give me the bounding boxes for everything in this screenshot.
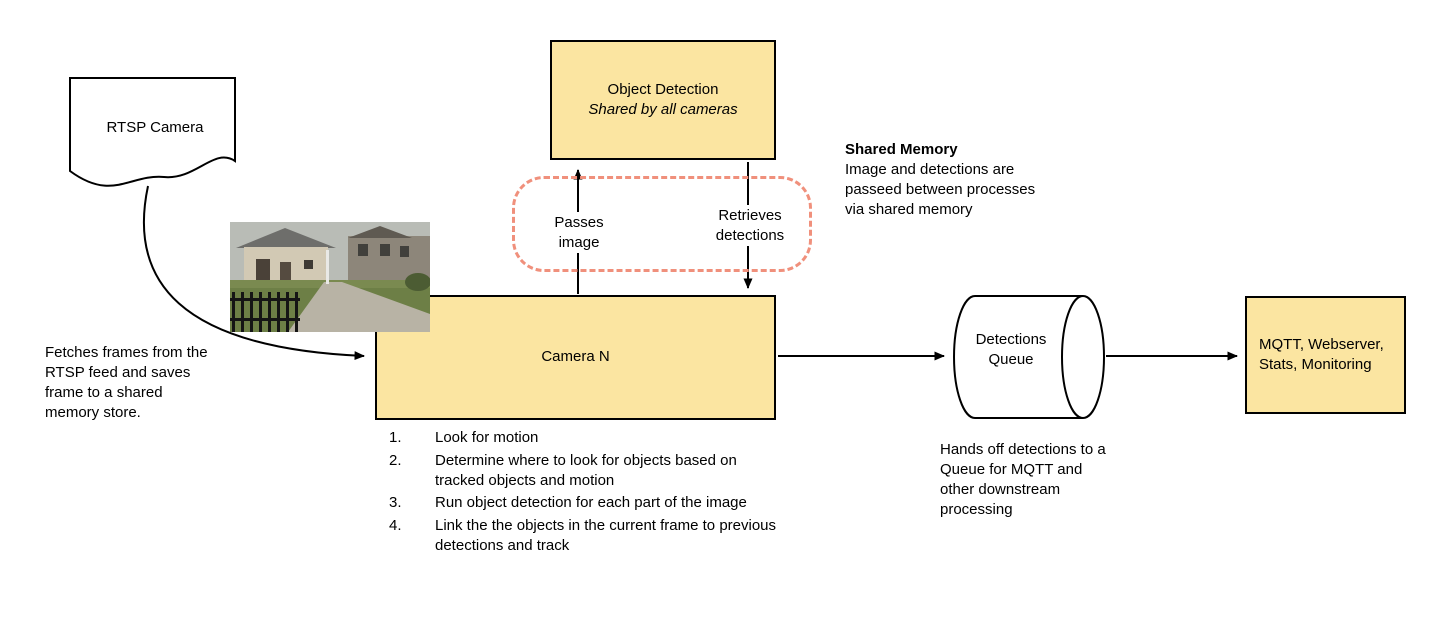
queue-body-shape bbox=[953, 295, 1083, 419]
object-detection-title: Object Detection bbox=[607, 80, 719, 98]
node-camera-n: Camera N bbox=[375, 295, 776, 420]
shared-memory-body: Image and detections are passeed between… bbox=[845, 161, 1036, 219]
camera-n-steps-block: Look for motion Determine where to look … bbox=[383, 428, 783, 559]
camera-step: Link the the objects in the current fram… bbox=[389, 516, 777, 554]
shared-memory-title: Shared Memory bbox=[845, 141, 958, 158]
arrow-rtsp-to-camera bbox=[142, 185, 365, 361]
camera-step: Determine where to look for objects base… bbox=[389, 451, 737, 489]
node-output: MQTT, Webserver, Stats, Monitoring bbox=[1245, 296, 1406, 414]
fetch-note: Fetches frames from the RTSP feed and sa… bbox=[45, 344, 208, 422]
queue-end-ellipse bbox=[1061, 295, 1105, 419]
shared-memory-note: Shared Memory Image and detections are p… bbox=[845, 140, 1057, 220]
node-object-detection: Object Detection Shared by all cameras bbox=[550, 40, 776, 160]
output-label: MQTT, Webserver, Stats, Monitoring bbox=[1259, 335, 1384, 373]
detections-queue-label: Detections Queue bbox=[975, 331, 1047, 369]
rtsp-document-shape bbox=[69, 77, 236, 187]
object-detection-subtitle: Shared by all cameras bbox=[588, 101, 738, 118]
shared-memory-boundary bbox=[512, 176, 812, 272]
retrieves-detections-label: Retrieves detections bbox=[702, 205, 798, 246]
camera-step: Look for motion bbox=[389, 428, 539, 448]
queue-handoff-note: Hands off detections to a Queue for MQTT… bbox=[940, 441, 1106, 519]
camera-step: Run object detection for each part of th… bbox=[389, 493, 747, 513]
camera-n-steps-list: Look for motion Determine where to look … bbox=[383, 428, 783, 556]
rtsp-camera-label: RTSP Camera bbox=[106, 119, 204, 136]
passes-image-label: Passes image bbox=[538, 212, 620, 253]
snapshot-scene bbox=[230, 222, 430, 332]
camera-n-label: Camera N bbox=[541, 348, 610, 366]
camera-snapshot-image bbox=[230, 222, 430, 332]
